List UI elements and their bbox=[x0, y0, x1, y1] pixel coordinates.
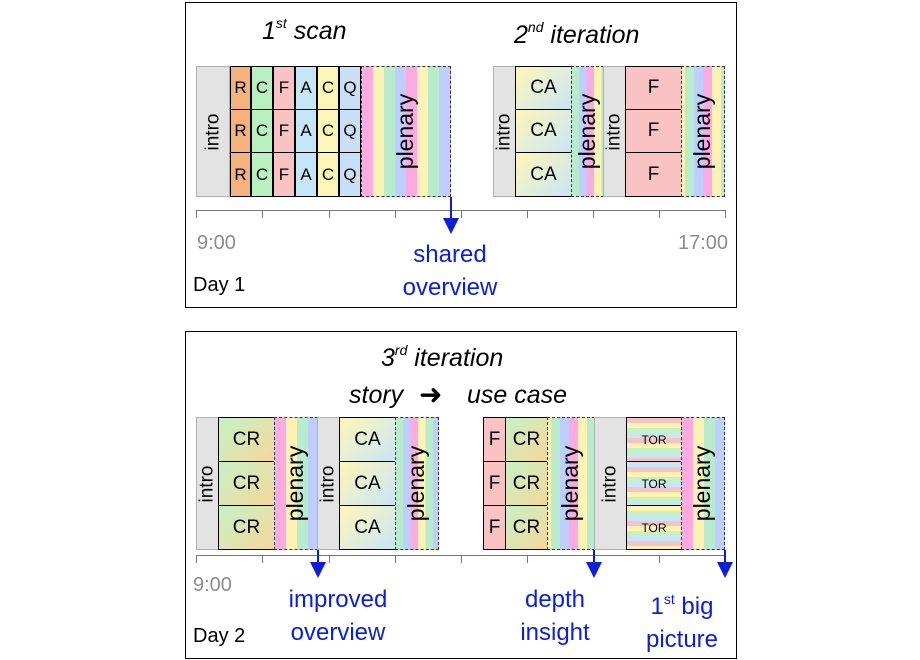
day1-time-end: 17:00 bbox=[678, 232, 729, 254]
day2-subtitle-usecase: use case bbox=[467, 381, 568, 409]
day2-tor-cell: TOR bbox=[626, 461, 682, 506]
scan-cell: C bbox=[251, 152, 273, 197]
day2-cr-cell: CR bbox=[505, 417, 548, 462]
iter2-f-cell: F bbox=[625, 152, 682, 197]
timeline-tick bbox=[395, 210, 396, 218]
timeline-tick bbox=[659, 555, 660, 563]
timeline-tick bbox=[527, 555, 528, 563]
iter2-ca-cell: CA bbox=[515, 152, 572, 197]
scan-cell: C bbox=[317, 109, 339, 153]
day2-plenary-1-mosaic bbox=[274, 417, 318, 550]
iter2-f-cell: F bbox=[625, 109, 682, 153]
timeline-tick bbox=[593, 210, 594, 218]
scan-cell: A bbox=[295, 66, 317, 110]
day1-plenary-1-mosaic bbox=[361, 66, 451, 197]
day2-title: 3rd iteration bbox=[381, 342, 504, 372]
scan-cell: C bbox=[317, 152, 339, 197]
day2-cr-cell: CR bbox=[218, 505, 275, 550]
day2-cr-cell: CR bbox=[218, 461, 275, 506]
day2-ca-cell: CA bbox=[339, 505, 396, 550]
day1-title-iteration: 2nd iteration bbox=[514, 19, 640, 49]
iter2-ca-cell: CA bbox=[515, 66, 572, 110]
timeline-tick bbox=[262, 555, 263, 563]
day2-plenary-2-mosaic bbox=[395, 417, 439, 550]
day1-time-start: 9:00 bbox=[197, 232, 236, 254]
day2-cr-cell: CR bbox=[505, 505, 548, 550]
scan-cell: R bbox=[230, 109, 251, 153]
scan-cell: Q bbox=[339, 66, 361, 110]
scan-cell: C bbox=[251, 66, 273, 110]
timeline-tick bbox=[329, 210, 330, 218]
timeline-tick bbox=[527, 210, 528, 218]
timeline-tick bbox=[659, 210, 660, 218]
day2-plenary-4-mosaic bbox=[681, 417, 725, 550]
timeline-tick bbox=[329, 555, 330, 563]
timeline-tick bbox=[262, 210, 263, 218]
day2-time-start: 9:00 bbox=[193, 574, 232, 596]
day1-label: Day 1 bbox=[193, 274, 246, 296]
scan-cell: F bbox=[273, 152, 295, 197]
scan-cell: Q bbox=[339, 152, 361, 197]
scan-cell: A bbox=[295, 152, 317, 197]
scan-cell: F bbox=[273, 66, 295, 110]
timeline-tick bbox=[725, 210, 726, 218]
scan-cell: C bbox=[317, 66, 339, 110]
day2-label: Day 2 bbox=[193, 625, 246, 647]
scan-cell: Q bbox=[339, 109, 361, 153]
iter2-ca-cell: CA bbox=[515, 109, 572, 153]
timeline-tick bbox=[196, 555, 197, 563]
timeline-tick bbox=[461, 555, 462, 563]
day2-tor-cell: TOR bbox=[626, 505, 682, 550]
timeline-tick bbox=[461, 210, 462, 218]
timeline-tick bbox=[395, 555, 396, 563]
day1-intro-1: intro bbox=[196, 66, 230, 197]
day2-outcome-big-picture: 1st big picture bbox=[645, 591, 719, 653]
right-arrow-icon: ➜ bbox=[419, 379, 443, 410]
timeline-tick bbox=[196, 210, 197, 218]
day2-ca-cell: CA bbox=[339, 461, 396, 506]
scan-cell: C bbox=[251, 109, 273, 153]
scan-cell: R bbox=[230, 152, 251, 197]
day2-subtitle-story: story bbox=[349, 381, 404, 409]
day1-plenary-3-mosaic bbox=[681, 66, 725, 197]
day1-plenary-2-mosaic bbox=[571, 66, 604, 197]
day1-title-scan: 1st scan bbox=[262, 15, 347, 45]
scan-cell: R bbox=[230, 66, 251, 110]
scan-cell: F bbox=[273, 109, 295, 153]
